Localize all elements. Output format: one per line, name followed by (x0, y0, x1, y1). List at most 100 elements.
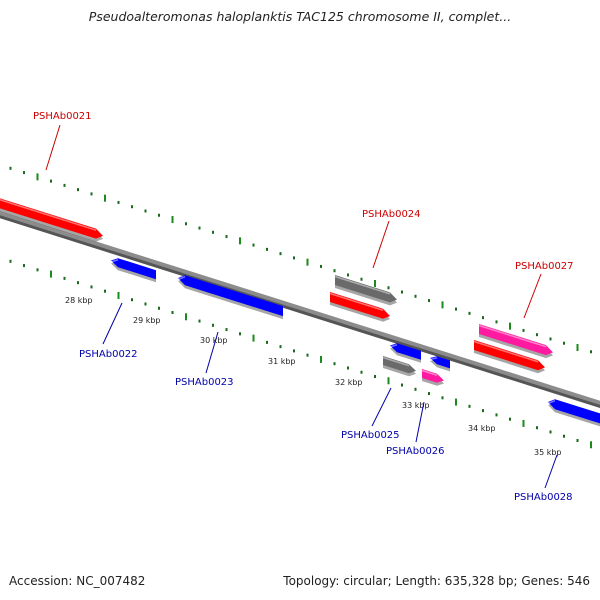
minor-tick (401, 290, 403, 294)
gene-highlight (110, 258, 119, 263)
minor-tick (387, 286, 390, 290)
minor-tick (563, 434, 565, 438)
gene-highlight (382, 356, 410, 367)
gene-label-PSHAb0023[interactable]: PSHAb0023 (175, 377, 234, 388)
outer-ruler-track (9, 166, 592, 354)
minor-tick (77, 281, 79, 285)
gene-label-PSHAb0026[interactable]: PSHAb0026 (386, 446, 445, 457)
gene-body (422, 369, 444, 383)
minor-tick (495, 320, 498, 324)
major-tick (509, 322, 511, 330)
minor-tick (414, 294, 417, 298)
gene-body (335, 275, 397, 303)
gene-PSHAb0026a[interactable] (429, 356, 450, 372)
minor-tick (252, 243, 255, 247)
minor-tick (36, 268, 39, 272)
minor-tick (563, 341, 565, 345)
kbp-label-30: 30 kbp (200, 336, 228, 345)
minor-tick (333, 362, 336, 366)
kbp-label-29: 29 kbp (133, 316, 161, 325)
gene-PSHAb0025a[interactable] (389, 343, 421, 363)
minor-tick (50, 179, 52, 183)
minor-tick (549, 337, 552, 341)
gene-body (390, 343, 421, 360)
minor-tick (212, 323, 214, 327)
kbp-label-34: 34 kbp (468, 424, 496, 433)
kbp-label-31: 31 kbp (268, 357, 296, 366)
major-tick (252, 334, 255, 342)
minor-tick (428, 392, 430, 396)
gene-body (479, 324, 553, 356)
gene-PSHAb0023[interactable] (177, 275, 283, 320)
genome-summary-text: Topology: circular; Length: 635,328 bp; … (283, 574, 590, 588)
leader-PSHAb0025 (371, 387, 392, 427)
gene-label-PSHAb0028[interactable]: PSHAb0028 (514, 492, 573, 503)
minor-tick (171, 311, 174, 315)
minor-tick (536, 426, 538, 430)
minor-tick (293, 349, 295, 353)
minor-tick (266, 340, 268, 344)
minor-tick (225, 328, 228, 332)
minor-tick (198, 226, 201, 230)
gene-body (0, 198, 103, 239)
major-tick (185, 313, 187, 321)
gene-PSHAb0022[interactable] (110, 258, 156, 283)
gene-PSHAb0028[interactable] (547, 399, 600, 429)
minor-tick (482, 409, 484, 413)
gene-PSHAb0025[interactable] (382, 356, 416, 377)
gene-label-PSHAb0024[interactable]: PSHAb0024 (362, 209, 421, 220)
major-tick (374, 280, 376, 287)
minor-tick (212, 230, 214, 234)
minor-tick (441, 396, 444, 400)
gene-PSHAb0026[interactable] (421, 369, 444, 386)
major-tick (306, 258, 309, 266)
gene-PSHAb0024[interactable] (329, 292, 390, 322)
minor-tick (455, 307, 457, 311)
major-tick (104, 194, 106, 202)
gene-highlight (329, 292, 384, 311)
chromosome-backbone (0, 211, 600, 405)
minor-tick (333, 269, 336, 273)
accession-text: Accession: NC_007482 (9, 574, 146, 588)
minor-tick (509, 417, 511, 421)
minor-tick (131, 298, 133, 302)
minor-tick (522, 328, 525, 332)
gene-highlight (334, 275, 391, 295)
gene-highlight (177, 276, 186, 281)
minor-tick (9, 166, 12, 170)
gene-PSHAb0027b[interactable] (473, 340, 545, 374)
major-tick (590, 441, 592, 449)
gene-label-PSHAb0025[interactable]: PSHAb0025 (341, 430, 400, 441)
leader-PSHAb0028 (544, 454, 558, 489)
major-tick (387, 377, 390, 385)
minor-tick (320, 264, 322, 268)
minor-tick (347, 273, 349, 277)
gene-PSHAb0027[interactable] (478, 324, 553, 359)
leader-PSHAb0024 (372, 220, 390, 269)
minor-tick (536, 333, 538, 337)
minor-tick (23, 264, 25, 268)
gene-label-PSHAb0022[interactable]: PSHAb0022 (79, 349, 138, 360)
leader-PSHAb0023 (205, 331, 219, 374)
gene-highlight (0, 199, 97, 231)
gene-label-PSHAb0021[interactable]: PSHAb0021 (33, 111, 92, 122)
major-tick (50, 270, 52, 278)
minor-tick (104, 289, 106, 293)
gene-label-PSHAb0027[interactable]: PSHAb0027 (515, 261, 574, 272)
gene-PSHAb0024a[interactable] (334, 275, 397, 306)
minor-tick (144, 209, 147, 213)
gene-PSHAb0021[interactable] (0, 192, 103, 242)
minor-tick (225, 235, 228, 239)
minor-tick (590, 350, 592, 354)
kbp-label-28: 28 kbp (65, 296, 93, 305)
gene-highlight (547, 400, 556, 405)
major-tick (522, 419, 525, 427)
minor-tick (9, 259, 12, 263)
leader-PSHAb0022 (102, 302, 123, 345)
gene-body (330, 292, 390, 319)
major-tick (455, 398, 457, 406)
minor-tick (63, 276, 66, 280)
minor-tick (77, 188, 79, 192)
major-tick (117, 291, 120, 299)
